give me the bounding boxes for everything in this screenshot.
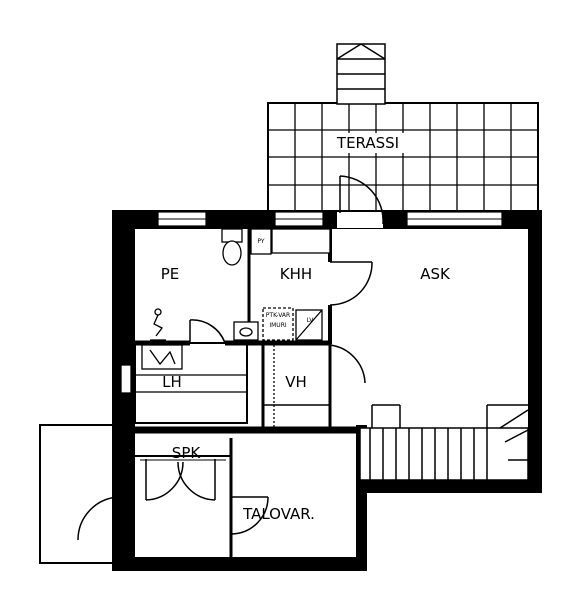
toilet-bowl [222,240,242,266]
fixture-label-imuri: IMURI [269,322,287,329]
room-label-terassi: TERASSI [336,134,399,152]
room-label-khh: KHH [280,265,312,283]
toilet-tank [221,228,243,243]
fixture-label-py: PY [257,238,264,245]
lh-sink [141,344,183,370]
room-label-spk: SPK [172,444,202,462]
room-label-vh: VH [285,373,307,391]
ptk-var-box [262,307,294,341]
room-label-talovar: TALOVAR. [242,505,315,523]
room-label-ask: ASK [420,265,451,283]
radiator [120,364,132,394]
windows [157,211,503,228]
room-label-lh: LH [162,373,182,391]
fixture-label-ptk-var: PTK-VAR [266,312,290,319]
khh-counter [271,228,331,254]
fixtures [120,228,331,461]
room-label-pe: PE [161,265,180,283]
porch [39,424,112,564]
py-cabinet [250,228,272,255]
fixture-label-lv: LV [307,317,315,324]
doors [77,175,384,541]
shower-tap [154,308,162,316]
terrace-steps [336,43,386,105]
staircase [359,404,529,481]
terrace [267,102,539,214]
